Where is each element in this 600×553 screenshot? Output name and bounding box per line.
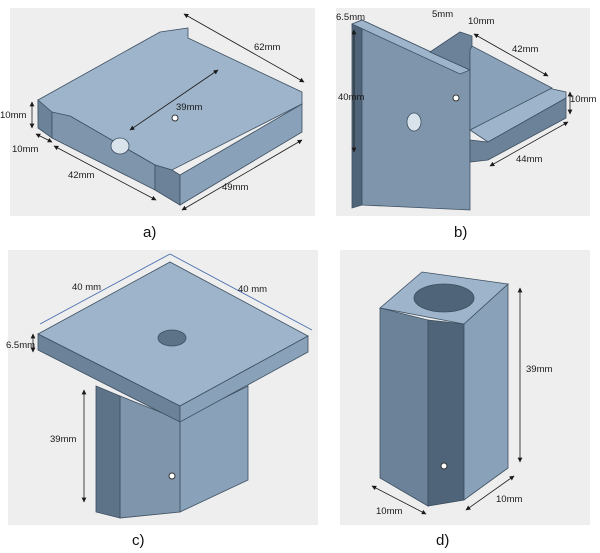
part-a-dimensions: 62mm 39mm 10mm 10mm 42mm 49mm bbox=[0, 13, 305, 211]
part-c-stem-left bbox=[95, 385, 121, 519]
dim-b-gap-label: 5mm bbox=[432, 9, 453, 20]
dim-c-thickness-label: 6.5mm bbox=[6, 340, 35, 351]
part-d-front-face bbox=[427, 319, 465, 507]
dim-d-width-front-label: 10mm bbox=[376, 506, 402, 517]
part-c-plate-front-right bbox=[179, 335, 309, 423]
dim-c-top-right-label: 40 mm bbox=[238, 284, 267, 295]
dim-b-depth-line bbox=[489, 121, 569, 167]
caption-a: a) bbox=[143, 224, 157, 241]
caption-b: b) bbox=[454, 224, 468, 241]
dim-a-front-outer-label: 49mm bbox=[222, 182, 248, 193]
part-c-pin bbox=[168, 472, 176, 480]
dim-a-front-outer-line bbox=[181, 139, 303, 211]
dim-c-top-left-label: 40 mm bbox=[72, 282, 101, 293]
dim-d-width-side-line bbox=[465, 475, 515, 511]
caption-c: c) bbox=[132, 532, 145, 549]
dim-a-length-line bbox=[183, 13, 305, 83]
dim-b-length-line bbox=[473, 33, 549, 77]
dim-d-width-side-label: 10mm bbox=[496, 494, 522, 505]
part-b-dimensions: 6.5mm 5mm 10mm 42mm 40mm 10mm 44mm bbox=[336, 9, 596, 167]
dim-a-width-label: 39mm bbox=[176, 102, 202, 113]
dim-c-stem-height-label: 39mm bbox=[50, 434, 76, 445]
part-d-pin bbox=[440, 462, 448, 470]
part-d-dimensions: 39mm 10mm 10mm bbox=[371, 287, 552, 517]
part-b-plate-edge bbox=[351, 19, 363, 209]
dim-d-height-label: 39mm bbox=[526, 364, 552, 375]
part-a-front-hole bbox=[110, 137, 130, 155]
dim-b-plate-height-label: 40mm bbox=[338, 92, 364, 103]
part-d-square-post bbox=[379, 271, 509, 507]
dim-b-length-label: 42mm bbox=[512, 44, 538, 55]
dim-b-thickness-label: 6.5mm bbox=[336, 12, 365, 23]
dim-a-width-line bbox=[129, 69, 219, 131]
part-c-dimensions: 40 mm 40 mm 6.5mm 39mm bbox=[6, 253, 313, 503]
dim-a-front-inner-label: 42mm bbox=[68, 170, 94, 181]
dim-d-width-front-line bbox=[371, 485, 427, 515]
part-d-top-bore bbox=[413, 283, 475, 313]
dim-c-top-left-line bbox=[39, 253, 171, 325]
dim-b-part-height-label: 10mm bbox=[570, 94, 596, 105]
part-b-pin bbox=[452, 94, 460, 102]
dim-b-depth-label: 44mm bbox=[516, 154, 542, 165]
part-a-front-right-face bbox=[154, 164, 181, 206]
dim-a-front-inner-line bbox=[53, 145, 157, 201]
dim-a-height-label: 10mm bbox=[0, 110, 26, 121]
part-b-plate-hole bbox=[406, 112, 422, 132]
dim-a-slot-label: 10mm bbox=[12, 144, 38, 155]
caption-d: d) bbox=[436, 532, 450, 549]
part-a-top-pin bbox=[171, 114, 179, 122]
dim-b-wall-label: 10mm bbox=[468, 16, 494, 27]
part-c-top-hole bbox=[157, 329, 187, 347]
part-d-left-face bbox=[379, 307, 429, 507]
dim-c-top-right-line bbox=[169, 253, 313, 331]
dim-a-length-label: 62mm bbox=[254, 42, 280, 53]
part-c-t-bracket bbox=[37, 261, 309, 519]
dim-a-slot-line bbox=[35, 133, 53, 143]
